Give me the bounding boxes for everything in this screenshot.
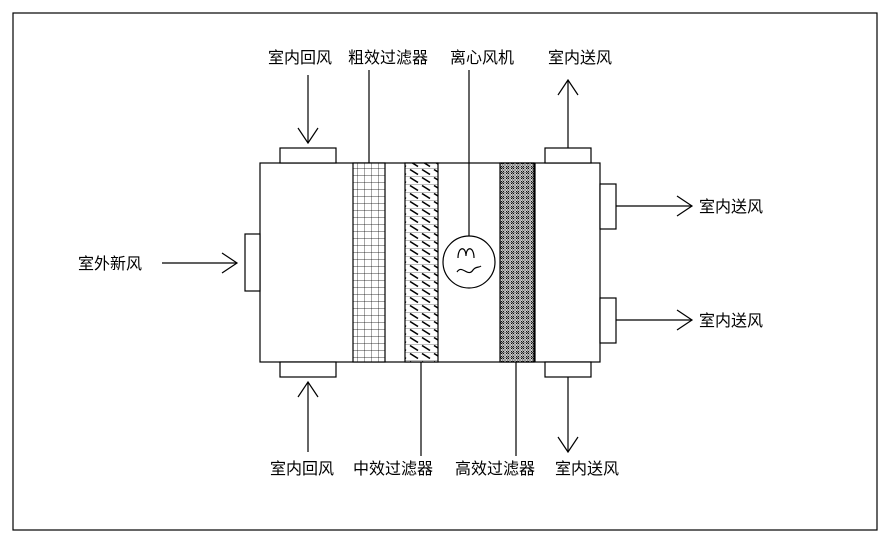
label-supply-right-1: 室内送风 — [699, 197, 763, 216]
arrow-supply-bottom — [557, 377, 579, 454]
label-medium-filter: 中效过滤器 — [353, 459, 433, 478]
arrow-return-bottom — [297, 380, 319, 452]
label-return-air-top: 室内回风 — [268, 48, 332, 67]
return-duct-top — [279, 147, 337, 164]
outer-frame — [12, 12, 878, 531]
label-return-air-bottom: 室内回风 — [270, 459, 334, 478]
label-supply-bottom: 室内送风 — [555, 459, 619, 478]
high-filter — [499, 162, 535, 363]
label-supply-top: 室内送风 — [548, 48, 612, 67]
medium-filter — [404, 162, 439, 363]
label-high-filter: 高效过滤器 — [455, 459, 535, 478]
arrow-return-top — [297, 75, 319, 145]
arrow-supply-right-2 — [616, 309, 694, 331]
supply-duct-right-2 — [599, 297, 617, 344]
arrow-supply-right-1 — [616, 195, 694, 217]
supply-duct-top — [544, 147, 592, 164]
arrow-supply-top — [557, 78, 579, 148]
coarse-filter — [352, 162, 386, 363]
supply-duct-right-1 — [599, 183, 617, 230]
label-supply-right-2: 室内送风 — [699, 311, 763, 330]
label-fresh-air: 室外新风 — [78, 254, 142, 273]
supply-duct-bottom — [544, 361, 592, 378]
label-coarse-filter: 粗效过滤器 — [348, 48, 428, 67]
label-centrifugal-fan: 离心风机 — [450, 48, 514, 67]
fresh-air-inlet — [244, 233, 261, 292]
return-duct-bottom — [279, 361, 337, 378]
arrow-fresh-air — [162, 252, 239, 274]
